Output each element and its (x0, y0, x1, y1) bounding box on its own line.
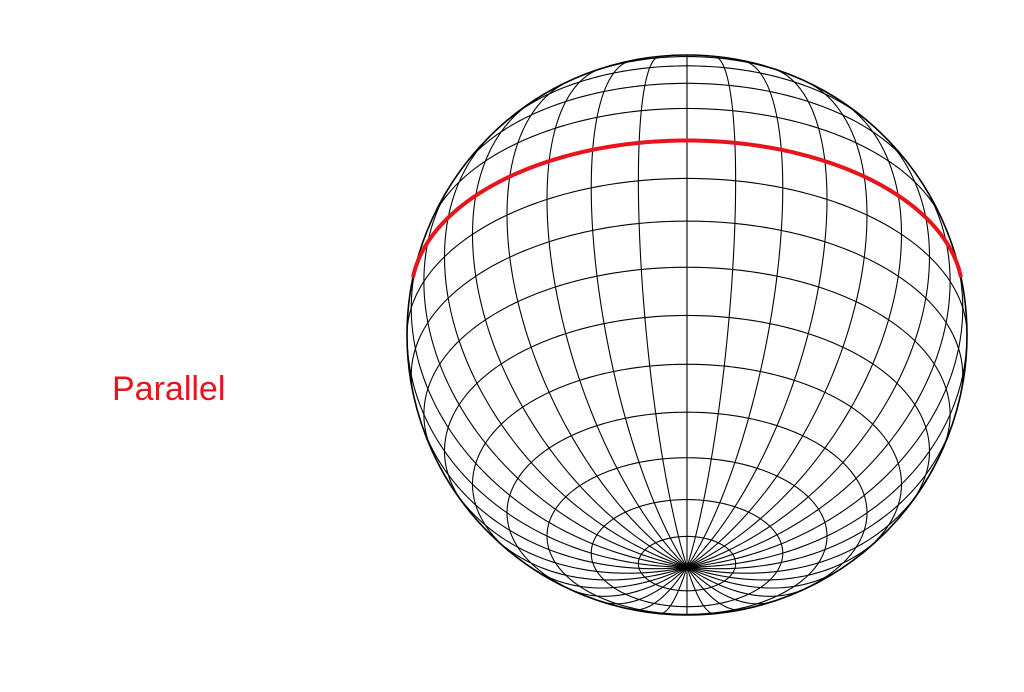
parallel-line (590, 499, 784, 608)
meridian-line (443, 134, 688, 568)
parallel-line (406, 177, 968, 336)
meridian-line (686, 251, 964, 568)
parallel-line (471, 363, 903, 552)
parallel-line (546, 457, 828, 615)
parallel-line (463, 82, 911, 167)
meridian-line (659, 566, 688, 615)
meridian-line (506, 81, 688, 568)
parallel-line (510, 65, 864, 118)
meridian-line (686, 487, 922, 574)
meridian-line (686, 68, 828, 568)
parallel-line (432, 107, 942, 219)
meridian-line (471, 102, 688, 568)
parallel-line (580, 55, 794, 77)
meridian-line (406, 334, 688, 568)
meridian-line (452, 487, 688, 574)
meridian-line (686, 536, 882, 581)
meridian-line (546, 68, 688, 568)
meridian-line (532, 566, 688, 589)
meridian-line (420, 420, 688, 570)
meridian-line (686, 81, 868, 568)
meridian-line (686, 184, 951, 568)
meridian-line (686, 102, 903, 568)
parallel-label: Parallel (112, 370, 226, 408)
meridian-line (637, 55, 688, 568)
meridian-line (686, 55, 737, 568)
meridian-line (423, 184, 688, 568)
meridian-line (686, 566, 806, 597)
parallel-line (443, 314, 931, 503)
parallel-line (637, 535, 737, 592)
parallel-line (410, 220, 964, 392)
meridian-line (492, 536, 688, 581)
meridian-line (686, 420, 954, 570)
highlighted-parallel (411, 138, 963, 278)
meridian-line (410, 251, 688, 568)
meridian-line (686, 334, 968, 568)
meridian-line (686, 134, 931, 568)
parallel-line (423, 266, 951, 451)
meridian-line (686, 566, 842, 589)
meridian-line (686, 566, 715, 615)
parallel-line (506, 411, 868, 594)
meridian-line (568, 566, 688, 597)
